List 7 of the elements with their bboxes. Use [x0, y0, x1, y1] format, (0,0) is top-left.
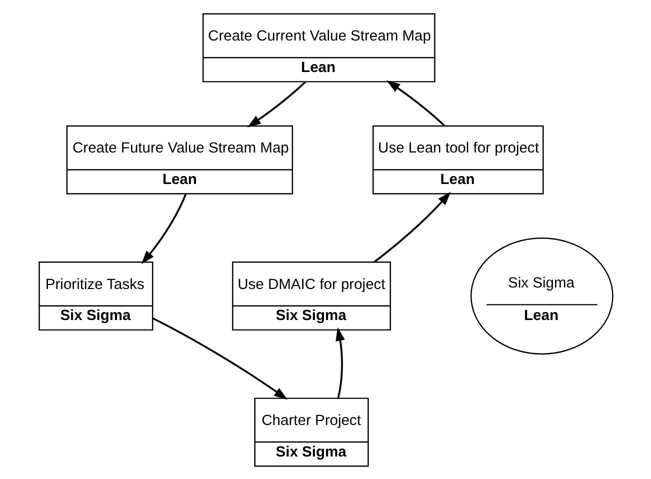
arrow [140, 193, 186, 264]
node-ellipse: Six Sigma Lean [470, 237, 613, 354]
arrow [386, 80, 445, 126]
arrow [152, 317, 288, 400]
arrow [335, 326, 344, 398]
arrow [373, 191, 450, 262]
arrow [246, 80, 306, 127]
